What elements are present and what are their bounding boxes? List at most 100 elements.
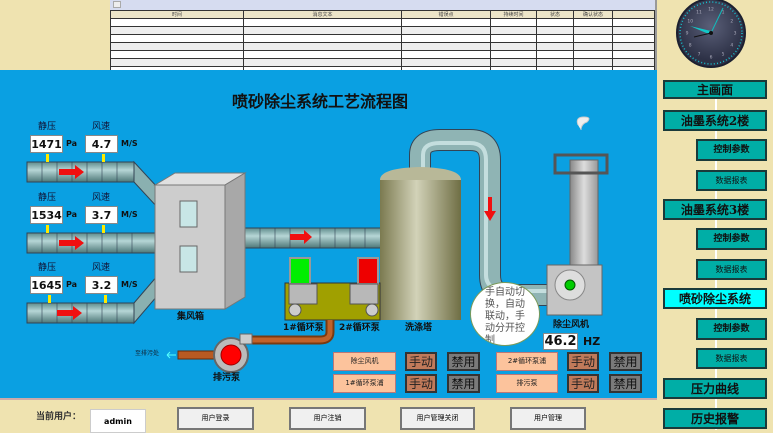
- alarm-cell: [612, 26, 655, 35]
- pump2-label: 2#循环泵: [339, 323, 380, 333]
- alarm-row[interactable]: [110, 18, 655, 27]
- manual-button-dust-fan[interactable]: 手动: [405, 352, 437, 371]
- nav-ink-3f-params[interactable]: 控制参数: [696, 228, 767, 250]
- alarm-cell: [401, 58, 491, 67]
- col-error-point[interactable]: 错误点: [401, 10, 491, 19]
- speed-unit: M/S: [121, 280, 138, 289]
- disable-button-pump2[interactable]: 禁用: [609, 352, 642, 371]
- nav-ink-2f-params[interactable]: 控制参数: [696, 139, 767, 161]
- alarm-cell: [612, 50, 655, 59]
- alarm-cell: [110, 42, 244, 51]
- duct-2: [26, 232, 158, 254]
- alarm-cell: [243, 18, 402, 27]
- pressure-label: 静压: [38, 193, 57, 203]
- nav-pressure-curve[interactable]: 压力曲线: [663, 378, 767, 399]
- col-ack[interactable]: 确认状态: [573, 10, 613, 19]
- circulation-pumps: [284, 257, 381, 321]
- alarm-cell: [243, 50, 402, 59]
- current-user-field: admin: [90, 409, 146, 433]
- alarm-cell: [612, 58, 655, 67]
- disable-button-pump1[interactable]: 禁用: [447, 374, 480, 393]
- speed-value: 3.7: [85, 206, 118, 224]
- tower-label: 洗涤塔: [405, 323, 433, 333]
- disable-button-dust-fan[interactable]: 禁用: [447, 352, 480, 371]
- alarm-cell: [490, 18, 537, 27]
- col-status[interactable]: 状态: [536, 10, 574, 19]
- nav-main[interactable]: 主画面: [663, 80, 767, 99]
- alarm-cell: [573, 58, 613, 67]
- pressure-value: 1534: [30, 206, 63, 224]
- alarm-cell: [612, 34, 655, 43]
- clock-number: 9: [686, 31, 689, 37]
- nav-ink-2f[interactable]: 油墨系统2楼: [663, 110, 767, 131]
- alarm-cell: [612, 42, 655, 51]
- dust-fan: [546, 116, 609, 316]
- user-login-button[interactable]: 用户登录: [177, 407, 254, 430]
- nav-sandblast-params[interactable]: 控制参数: [696, 318, 767, 340]
- manual-button-pump1[interactable]: 手动: [405, 374, 437, 393]
- user-bar: 当前用户： admin 用户登录 用户注销 用户管理关闭 用户管理: [0, 398, 657, 433]
- clock-number: 10: [687, 19, 693, 25]
- nav-ink-3f-report[interactable]: 数据报表: [696, 259, 767, 280]
- user-logout-button[interactable]: 用户注销: [289, 407, 366, 430]
- alarm-cell: [110, 34, 244, 43]
- pressure-unit: Pa: [66, 280, 78, 289]
- sewage-pump: [213, 333, 253, 373]
- speed-label: 风速: [92, 263, 111, 273]
- fan-frequency-unit: HZ: [583, 335, 601, 348]
- alarm-cell: [110, 58, 244, 67]
- manual-button-pump2[interactable]: 手动: [567, 352, 599, 371]
- col-extra: [612, 10, 655, 19]
- page-title: 喷砂除尘系统工艺流程图: [231, 92, 408, 111]
- clock-number: 3: [734, 31, 737, 37]
- alarm-cell: [490, 34, 537, 43]
- disable-button-sewage-pump[interactable]: 禁用: [609, 374, 642, 393]
- nav-sandblast[interactable]: 喷砂除尘系统: [663, 288, 767, 309]
- col-time[interactable]: 时间: [110, 10, 244, 19]
- pressure-value: 1471: [30, 135, 63, 153]
- alarm-cell: [536, 42, 574, 51]
- speed-label: 风速: [92, 122, 111, 132]
- clock-number: 11: [696, 10, 702, 16]
- alarm-cell: [573, 26, 613, 35]
- alarm-cell: [612, 18, 655, 27]
- alarm-row[interactable]: [110, 50, 655, 59]
- alarm-row[interactable]: [110, 26, 655, 35]
- nav-ink-2f-report[interactable]: 数据报表: [696, 170, 767, 191]
- clock-number: 5: [722, 51, 725, 57]
- alarm-cell: [401, 18, 491, 27]
- nav-sandblast-report[interactable]: 数据报表: [696, 348, 767, 369]
- nav-ink-3f[interactable]: 油墨系统3楼: [663, 199, 767, 220]
- air-collector-box: [153, 172, 247, 310]
- col-message[interactable]: 消息文本: [243, 10, 402, 19]
- alarm-row[interactable]: [110, 34, 655, 43]
- process-diagram: 喷砂除尘系统工艺流程图 静压 风速 1471 Pa 4.7 M/S 静压 风速 …: [0, 70, 657, 398]
- tooltip-bubble: 手自动切换，自动联动，手动分开控制: [470, 282, 540, 346]
- control-name-dust-fan: 除尘风机: [333, 352, 396, 371]
- pressure-unit: Pa: [66, 210, 78, 219]
- alarm-cell: [401, 26, 491, 35]
- alarm-row[interactable]: [110, 58, 655, 67]
- clock-number: 7: [698, 51, 701, 57]
- alarm-cell: [490, 58, 537, 67]
- control-name-sewage-pump: 排污泵: [496, 374, 558, 393]
- alarm-cell: [243, 42, 402, 51]
- alarm-cell: [243, 26, 402, 35]
- fan-label: 除尘风机: [553, 320, 590, 330]
- sewage-pump-label: 排污泵: [213, 373, 241, 383]
- nav-alarm-history[interactable]: 历史报警: [663, 408, 767, 429]
- alarm-cell: [401, 34, 491, 43]
- speed-unit: M/S: [121, 139, 138, 148]
- sewage-destination: 至排污处: [135, 350, 160, 357]
- alarm-table[interactable]: 时间 消息文本 错误点 持续时间 状态 确认状态: [110, 0, 657, 75]
- alarm-row[interactable]: [110, 42, 655, 51]
- col-duration[interactable]: 持续时间: [490, 10, 537, 19]
- user-manage-close-button[interactable]: 用户管理关闭: [400, 407, 475, 430]
- user-manage-button[interactable]: 用户管理: [510, 407, 586, 430]
- alarm-cell: [490, 26, 537, 35]
- manual-button-sewage-pump[interactable]: 手动: [567, 374, 599, 393]
- filter-icon[interactable]: [113, 1, 121, 8]
- alarm-cell: [490, 42, 537, 51]
